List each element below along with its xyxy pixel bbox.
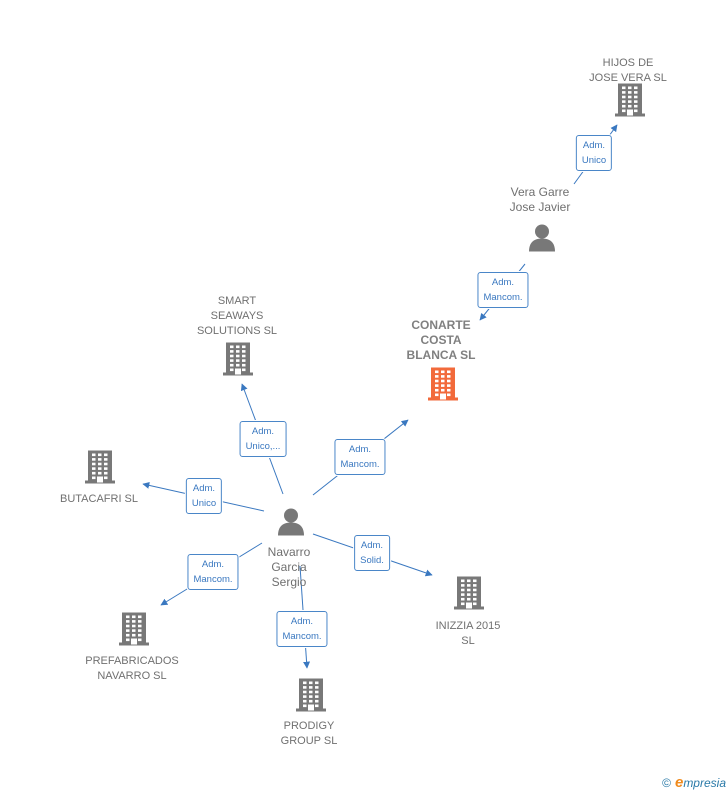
building-icon-butacafri[interactable] [84, 449, 116, 490]
edge-label-navarro-conarte[interactable]: Adm. Mancom. [334, 439, 386, 475]
node-label-butacafri[interactable]: BUTACAFRI SL [59, 493, 139, 505]
person-icon-vera[interactable] [527, 223, 557, 258]
building-icon-smart[interactable] [222, 341, 254, 382]
node-label-prefabricados[interactable]: PREFABRICADOS NAVARRO SL [85, 655, 179, 682]
brand-name: mpresia [683, 776, 726, 790]
node-label-inizzia[interactable]: INIZZIA 2015 SL [435, 620, 501, 647]
brand-initial: e [674, 774, 684, 791]
node-label-prodigy[interactable]: PRODIGY GROUP SL [280, 720, 338, 747]
edge-label-navarro-butacafri[interactable]: Adm. Unico [185, 478, 223, 514]
node-label-smart[interactable]: SMART SEAWAYS SOLUTIONS SL [196, 295, 278, 337]
edge-label-vera-conarte[interactable]: Adm. Mancom. [477, 272, 529, 308]
building-icon-prodigy[interactable] [295, 677, 327, 718]
edge-label-navarro-inizzia[interactable]: Adm. Solid. [354, 535, 390, 571]
building-icon-prefabricados[interactable] [118, 611, 150, 652]
node-label-conarte[interactable]: CONARTE COSTA BLANCA SL [406, 318, 476, 362]
edge-label-navarro-smart[interactable]: Adm. Unico,... [239, 421, 287, 457]
building-icon-hijos[interactable] [614, 82, 646, 123]
edge-label-navarro-prefabricados[interactable]: Adm. Mancom. [187, 554, 239, 590]
copyright-symbol: © [662, 776, 671, 790]
edge-label-vera-hijos[interactable]: Adm. Unico [575, 135, 613, 171]
edge-label-navarro-prodigy[interactable]: Adm. Mancom. [276, 611, 328, 647]
footer-brand: ©empresia [662, 774, 726, 791]
node-label-vera[interactable]: Vera Garre Jose Javier [509, 185, 571, 214]
node-label-navarro[interactable]: Navarro Garcia Sergio [267, 545, 311, 589]
node-label-hijos[interactable]: HIJOS DE JOSE VERA SL [589, 57, 667, 84]
person-icon-navarro[interactable] [276, 507, 306, 542]
building-icon-conarte[interactable] [427, 366, 459, 407]
building-icon-inizzia[interactable] [453, 575, 485, 616]
